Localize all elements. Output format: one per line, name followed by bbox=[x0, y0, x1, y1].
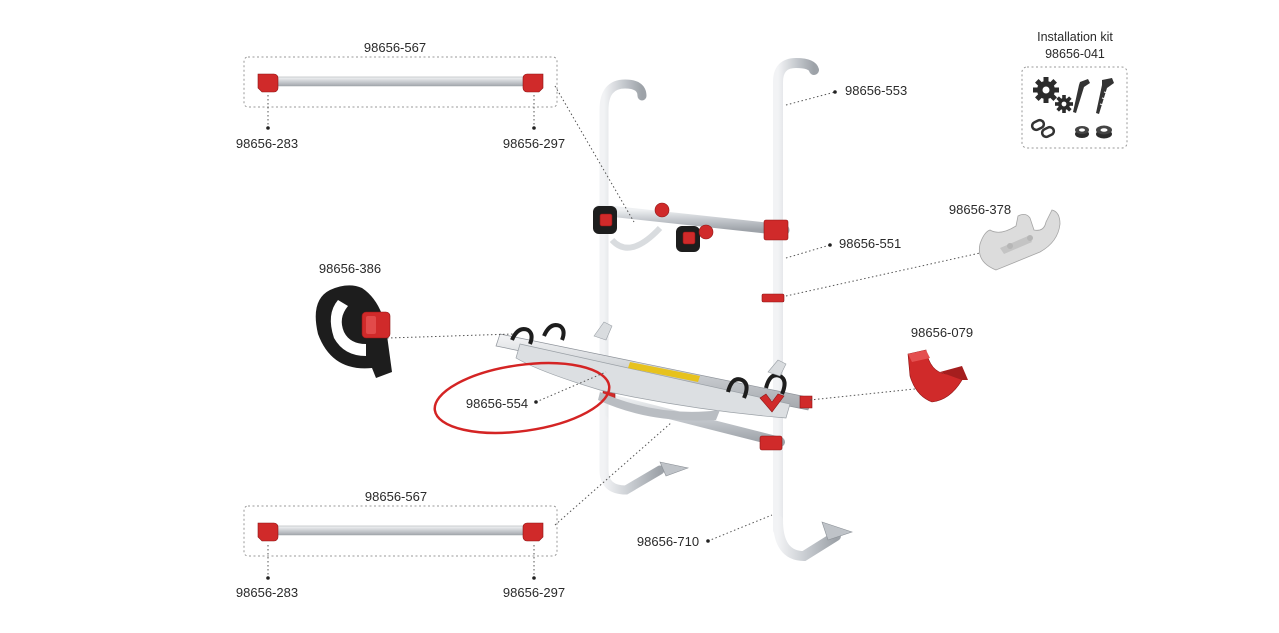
kit-title: Installation kit bbox=[1037, 30, 1113, 44]
chain-link-icon bbox=[1030, 118, 1056, 139]
rail-bottom-group: 98656-567 98656-283 98656-297 bbox=[236, 489, 565, 600]
end-cap-left-top bbox=[257, 73, 279, 93]
rail-bottom-label: 98656-567 bbox=[365, 489, 427, 504]
wheel-rail-front bbox=[515, 343, 791, 419]
end-cap-right-top bbox=[522, 73, 544, 93]
end-cap-left-bottom-label: 98656-283 bbox=[236, 585, 298, 600]
wheel-holder-label: 98656-079 bbox=[911, 325, 973, 340]
rail-bottom-tube bbox=[267, 525, 533, 536]
strap-label: 98656-386 bbox=[319, 261, 381, 276]
frame-right-foot bbox=[773, 515, 841, 562]
nut-icon bbox=[1075, 126, 1089, 138]
gear-icon bbox=[1033, 77, 1059, 103]
highlight-ellipse bbox=[433, 361, 611, 435]
rail-top-label: 98656-567 bbox=[364, 40, 426, 55]
end-cap-left-bottom bbox=[257, 522, 279, 542]
bike-rack-assembly bbox=[495, 57, 853, 562]
kit-part-number: 98656-041 bbox=[1045, 47, 1105, 61]
rail-top-group: 98656-567 98656-283 98656-297 bbox=[236, 40, 565, 151]
holder-part bbox=[978, 209, 1061, 271]
upright-label: 98656-553 bbox=[845, 83, 907, 98]
end-cap-right-bottom-label: 98656-297 bbox=[503, 585, 565, 600]
end-cap-left-top-label: 98656-283 bbox=[236, 136, 298, 151]
frame-left-foot bbox=[599, 415, 665, 495]
upper-cross-bar bbox=[594, 204, 790, 236]
wheel-holder-part bbox=[907, 349, 968, 403]
upright-clamp-label: 98656-551 bbox=[839, 236, 901, 251]
gear-icon bbox=[1055, 95, 1073, 113]
end-cap-right-top-label: 98656-297 bbox=[503, 136, 565, 151]
end-cap-right-bottom bbox=[522, 522, 544, 542]
rail-top-tube bbox=[267, 76, 533, 87]
strap-part bbox=[315, 285, 392, 378]
leader-lines bbox=[386, 85, 981, 543]
frame-label: 98656-710 bbox=[637, 534, 699, 549]
upright-left bbox=[599, 79, 647, 475]
installation-kit: Installation kit 98656-041 bbox=[1021, 30, 1128, 149]
highlighted-rail-label: 98656-554 bbox=[466, 396, 528, 411]
screw-icon bbox=[1096, 78, 1114, 114]
upright-right bbox=[773, 57, 819, 535]
screw-icon bbox=[1073, 79, 1090, 113]
nut-icon bbox=[1096, 125, 1112, 139]
holder-label: 98656-378 bbox=[949, 202, 1011, 217]
upright-clamp-red bbox=[763, 219, 789, 241]
